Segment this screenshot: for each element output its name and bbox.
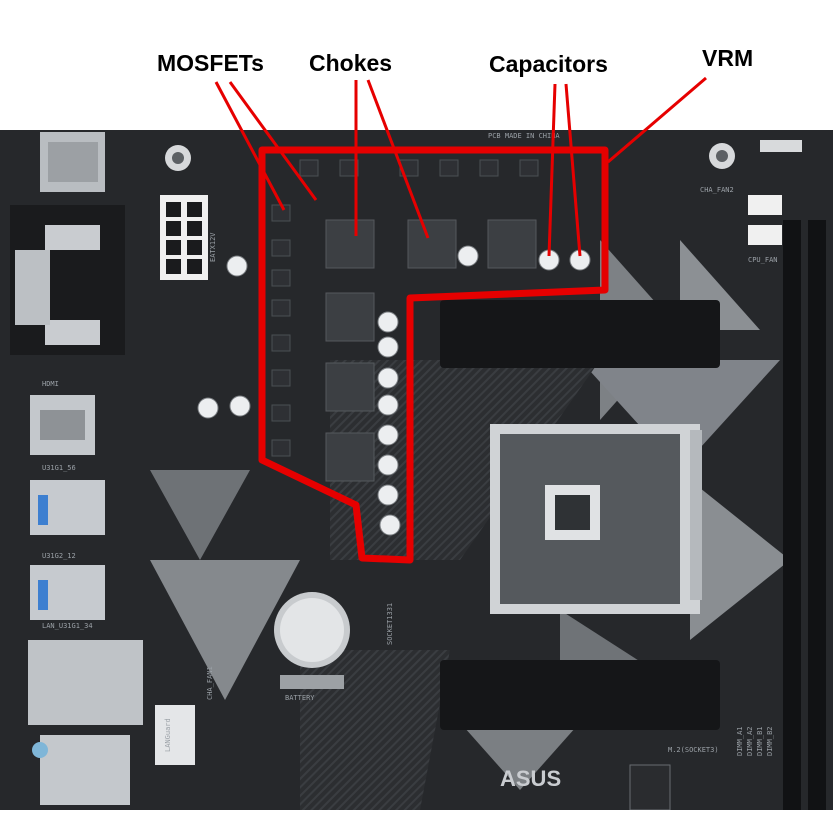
label-languard: LANGuard xyxy=(164,718,172,752)
dimm-slots xyxy=(783,220,826,810)
pcb-stripe-art xyxy=(300,650,450,810)
label-dimm-a2: DIMM_A2 xyxy=(746,726,754,756)
label-battery: BATTERY xyxy=(285,694,315,702)
callout-vrm: VRM xyxy=(702,45,754,71)
label-hdmi: HDMI xyxy=(42,380,59,388)
label-socket: SOCKET1331 xyxy=(386,603,394,645)
pcb-stripe-art xyxy=(330,360,600,560)
label-dimm-b1: DIMM_B1 xyxy=(756,726,764,756)
callout-mosfets: MOSFETs xyxy=(157,50,264,76)
label-u31g2-12: U31G2_12 xyxy=(42,552,76,560)
cmos-battery xyxy=(274,592,350,689)
cpu-socket xyxy=(440,300,720,730)
rear-io-ports xyxy=(10,132,143,805)
cha-fan2-header xyxy=(748,195,782,215)
cpu-fan-header xyxy=(748,225,782,245)
header-top-right xyxy=(760,140,802,152)
label-dimm-a1: DIMM_A1 xyxy=(736,726,744,756)
callout-chokes: Chokes xyxy=(309,50,393,76)
pcb-triangle-art xyxy=(150,560,300,700)
label-cha-fan1: CHA_FAN1 xyxy=(206,666,214,700)
pcb-silkscreen: PCB MADE IN CHINA EATX12V CHA_FAN2 CPU_F… xyxy=(42,132,778,791)
pcb-triangle-art xyxy=(580,360,780,470)
label-m2-socket3: M.2(SOCKET3) xyxy=(668,746,719,754)
vrm-chokes xyxy=(325,219,537,482)
label-cha-fan2: CHA_FAN2 xyxy=(700,186,734,194)
label-dimm-b2: DIMM_B2 xyxy=(766,726,774,756)
languard-chip xyxy=(155,705,195,765)
vrm-capacitors xyxy=(197,245,591,536)
label-lan-u31g1-34: LAN_U31G1_34 xyxy=(42,622,93,630)
pcb-triangle-art xyxy=(150,470,250,560)
vrm-highlight-outline xyxy=(258,146,609,564)
callout-pointers xyxy=(214,76,707,257)
label-eatx12v: EATX12V xyxy=(209,232,217,262)
pcb-triangle-art xyxy=(690,480,790,640)
label-pcb-made-in: PCB MADE IN CHINA xyxy=(488,132,560,140)
callout-capacitors: Capacitors xyxy=(489,51,608,77)
m2-connector xyxy=(629,764,671,811)
label-u31g1-56: U31G1_56 xyxy=(42,464,76,472)
vrm-mosfets xyxy=(271,159,539,457)
label-brand: ASUS xyxy=(500,766,561,791)
label-cpu-fan: CPU_FAN xyxy=(748,256,778,264)
